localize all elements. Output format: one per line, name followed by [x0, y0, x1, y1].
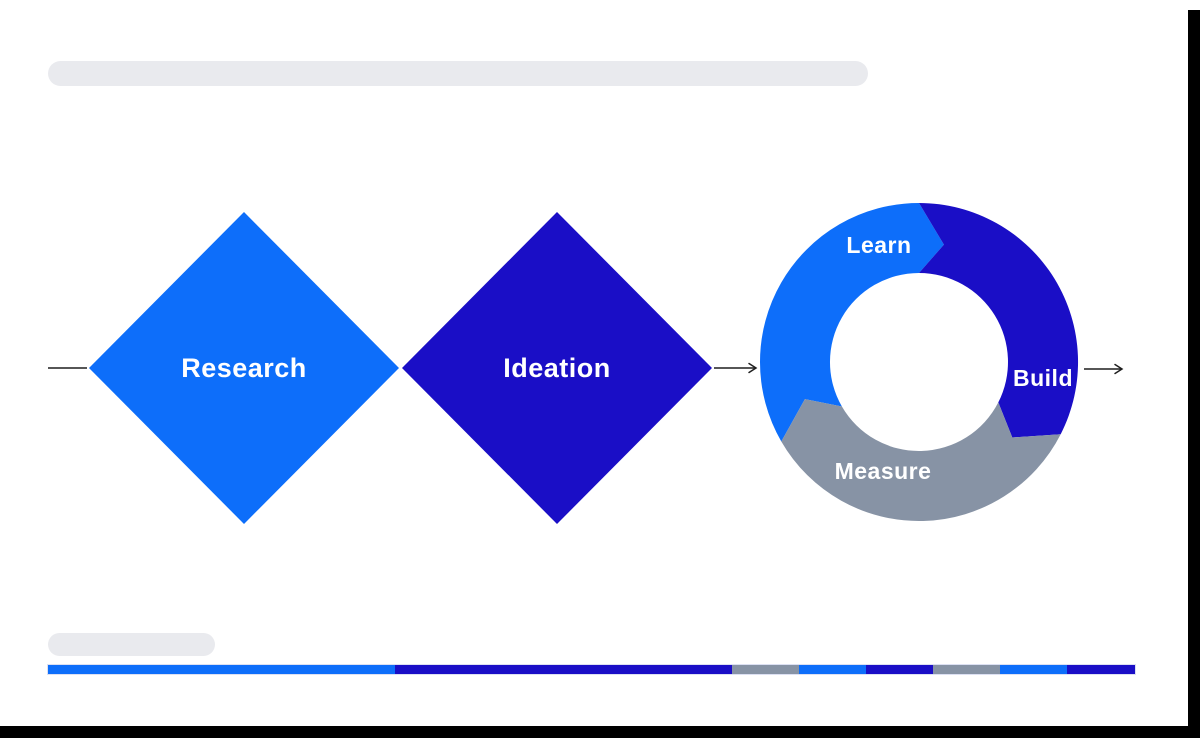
- caption-placeholder: [48, 633, 215, 656]
- ideation-label: Ideation: [503, 353, 611, 383]
- build-measure-learn-cycle: Learn Build Measure: [759, 203, 1079, 522]
- timeline-segment: [866, 665, 933, 674]
- arrow-to-cycle-head-icon: [748, 362, 758, 374]
- research-diamond: [89, 212, 399, 524]
- cycle-segment-build: [919, 203, 1079, 438]
- cycle-segment-learn: [759, 203, 944, 442]
- corner-notch: [1188, 0, 1200, 10]
- timeline-segment: [799, 665, 866, 674]
- arrow-out-head-icon: [1114, 363, 1124, 375]
- timeline-bar: [48, 665, 1135, 674]
- build-label: Build: [1013, 365, 1073, 391]
- learn-label: Learn: [846, 232, 911, 258]
- timeline-segment: [48, 665, 395, 674]
- title-placeholder: [48, 61, 868, 86]
- research-label: Research: [181, 353, 307, 383]
- measure-label: Measure: [835, 458, 932, 484]
- process-flow-diagram: Research Ideation Learn Build Measure: [48, 203, 1124, 524]
- timeline-segment: [732, 665, 799, 674]
- slide-card: Research Ideation Learn Build Measure: [0, 0, 1188, 726]
- timeline-segment: [933, 665, 1000, 674]
- timeline-segment: [1000, 665, 1067, 674]
- cycle-segment-measure: [781, 399, 1061, 522]
- timeline-segment: [1067, 665, 1135, 674]
- timeline-segment: [395, 665, 732, 674]
- ideation-diamond: [402, 212, 712, 524]
